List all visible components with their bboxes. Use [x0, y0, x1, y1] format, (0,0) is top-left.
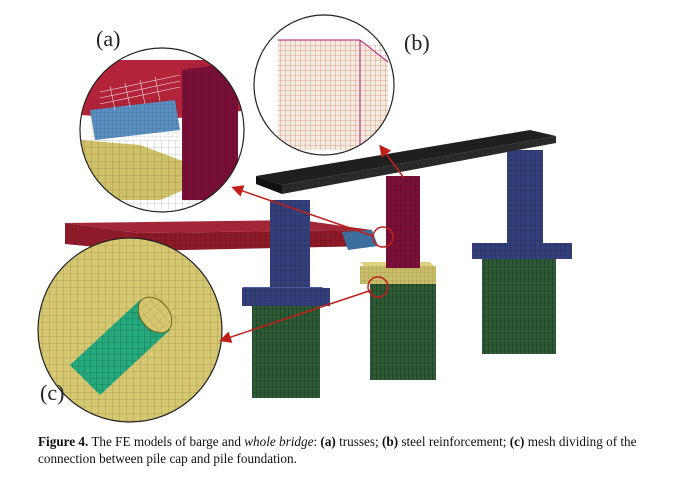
left-pile-group: [252, 306, 320, 398]
inset-a-trusses: [79, 47, 245, 213]
inset-b-steel-reinforcement: [253, 14, 395, 156]
panel-label-c: (c): [40, 380, 64, 405]
arrow-to-inset-a: [231, 185, 374, 237]
fe-model-figure: (a) (b) (c): [37, 14, 572, 423]
left-pier-column: [270, 200, 310, 292]
left-pile-cap: [242, 287, 330, 306]
caption-key-b: (b): [381, 434, 399, 449]
bridge-model: [65, 130, 572, 398]
center-pier-column: [386, 176, 420, 268]
caption-key-a: (a): [320, 434, 336, 449]
panel-label-b: (b): [404, 30, 430, 55]
center-pile-group: [370, 280, 436, 380]
caption-text-2: :: [313, 434, 318, 449]
caption-label: Figure 4.: [38, 434, 89, 449]
caption-italic: whole bridge: [244, 434, 314, 449]
inset-c-pile-connection-mesh: [37, 237, 223, 423]
caption-text-a: trusses;: [339, 434, 379, 449]
arrow-to-inset-b: [379, 144, 405, 179]
caption-text-c: mesh dividing of the connection between …: [38, 434, 637, 466]
figure-caption: Figure 4. The FE models of barge and who…: [38, 433, 658, 467]
caption-key-c: (c): [509, 434, 525, 449]
right-pier-column: [507, 150, 543, 246]
right-pile-group: [482, 256, 556, 354]
bridge-deck: [256, 130, 556, 194]
right-pile-cap: [472, 243, 572, 259]
caption-text-b: steel reinforcement;: [401, 434, 507, 449]
caption-text-1: The FE models of barge and: [91, 434, 241, 449]
callout-c-marker: [367, 276, 389, 298]
arrow-to-inset-c: [219, 289, 373, 343]
callout-a-marker: [372, 226, 394, 248]
callout-arrows: [219, 144, 405, 343]
panel-label-a: (a): [96, 26, 120, 51]
